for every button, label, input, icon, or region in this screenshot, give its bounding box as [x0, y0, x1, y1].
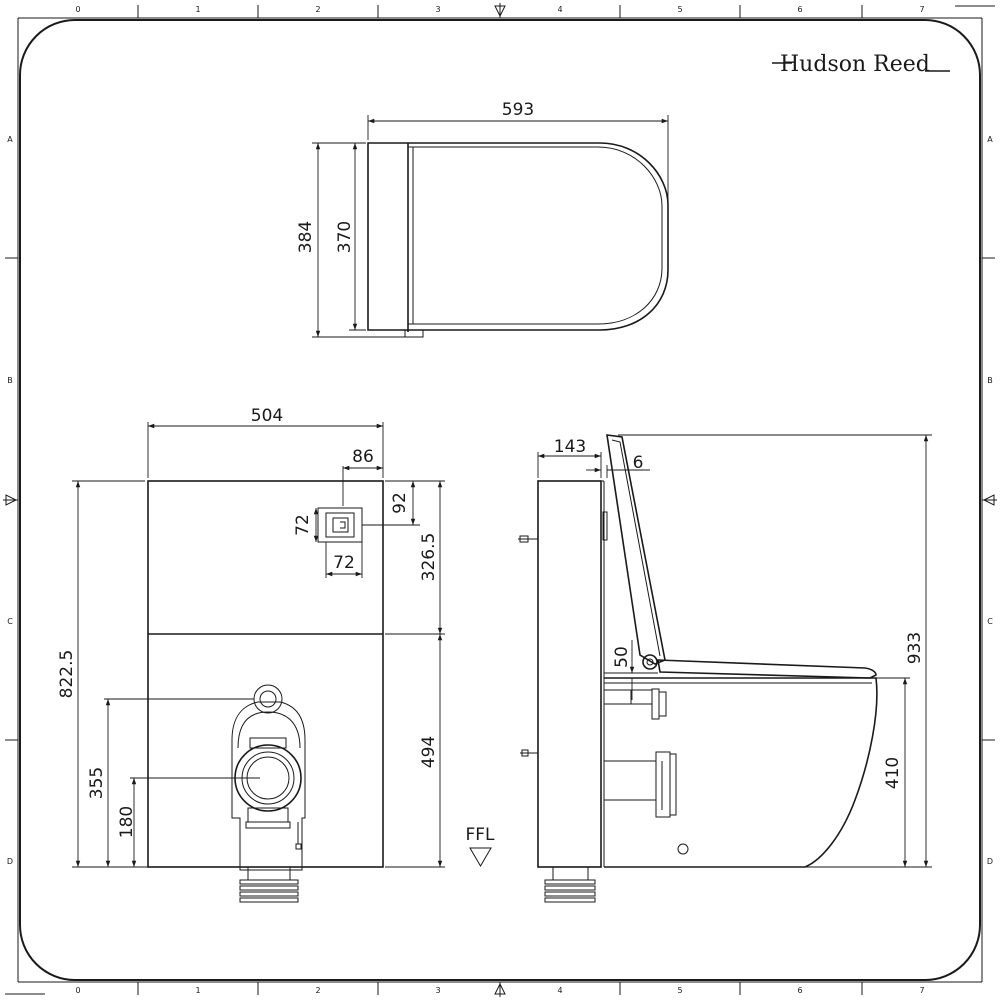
floor-level-label: FFL — [465, 825, 495, 845]
dim-button-offset: 86 — [352, 447, 374, 467]
top-view: 593 384 370 — [296, 100, 669, 338]
dim-button-height: 72 — [293, 514, 313, 536]
grid-col-6-bottom: 6 — [797, 986, 802, 995]
dim-side-depth: 143 — [554, 437, 586, 457]
dim-top-depth-seat: 370 — [335, 221, 355, 253]
grid-row-c: C — [7, 617, 13, 626]
grid-col-7: 7 — [919, 5, 924, 14]
side-view: 143 6 933 410 50 — [518, 434, 932, 903]
dim-panel-upper: 326.5 — [419, 533, 439, 582]
grid-col-0-bottom: 0 — [75, 986, 80, 995]
floor-level-marker — [469, 847, 492, 867]
dim-front-width: 504 — [251, 406, 283, 426]
grid-col-5-bottom: 5 — [677, 986, 682, 995]
dim-button-top: 92 — [390, 492, 410, 514]
grid-row-a-right: A — [987, 135, 993, 144]
dim-top-width: 593 — [502, 100, 534, 120]
grid-row-c-right: C — [987, 617, 993, 626]
grid-col-4-bottom: 4 — [557, 986, 562, 995]
grid-col-7-bottom: 7 — [919, 986, 924, 995]
grid-col-5: 5 — [677, 5, 682, 14]
grid-col-0: 0 — [75, 5, 80, 14]
grid-col-2-bottom: 2 — [315, 986, 320, 995]
dim-top-depth-outer: 384 — [296, 221, 316, 253]
grid-col-4: 4 — [557, 5, 562, 14]
grid-row-d-right: D — [987, 857, 993, 866]
grid-row-b: B — [7, 376, 13, 385]
dim-outlet-height: 180 — [117, 806, 137, 838]
dim-side-gap: 6 — [633, 453, 644, 473]
dim-inlet-height: 355 — [87, 767, 107, 799]
dim-total-height: 822.5 — [57, 650, 77, 699]
grid-row-b-right: B — [987, 376, 993, 385]
drawing-frame: 0 1 2 3 4 5 6 7 0 1 2 3 4 5 6 7 A B C D … — [3, 3, 997, 997]
grid-row-d: D — [7, 857, 13, 866]
grid-col-1-bottom: 1 — [195, 986, 200, 995]
dim-button-width: 72 — [333, 553, 355, 573]
grid-col-3-bottom: 3 — [435, 986, 440, 995]
grid-col-1: 1 — [195, 5, 200, 14]
dim-hinge: 50 — [612, 646, 632, 668]
grid-row-a: A — [7, 135, 13, 144]
grid-col-6: 6 — [797, 5, 802, 14]
brand-name: Hudson Reed — [780, 52, 930, 77]
grid-col-3: 3 — [435, 5, 440, 14]
grid-col-2: 2 — [315, 5, 320, 14]
dim-side-overall-height: 933 — [905, 632, 925, 664]
front-view: 504 86 72 72 92 326.5 494 822.5 355 180 … — [57, 406, 495, 903]
brand-logo: Hudson Reed — [772, 52, 950, 77]
dim-seat-height: 410 — [883, 757, 903, 789]
dim-panel-lower: 494 — [419, 736, 439, 768]
